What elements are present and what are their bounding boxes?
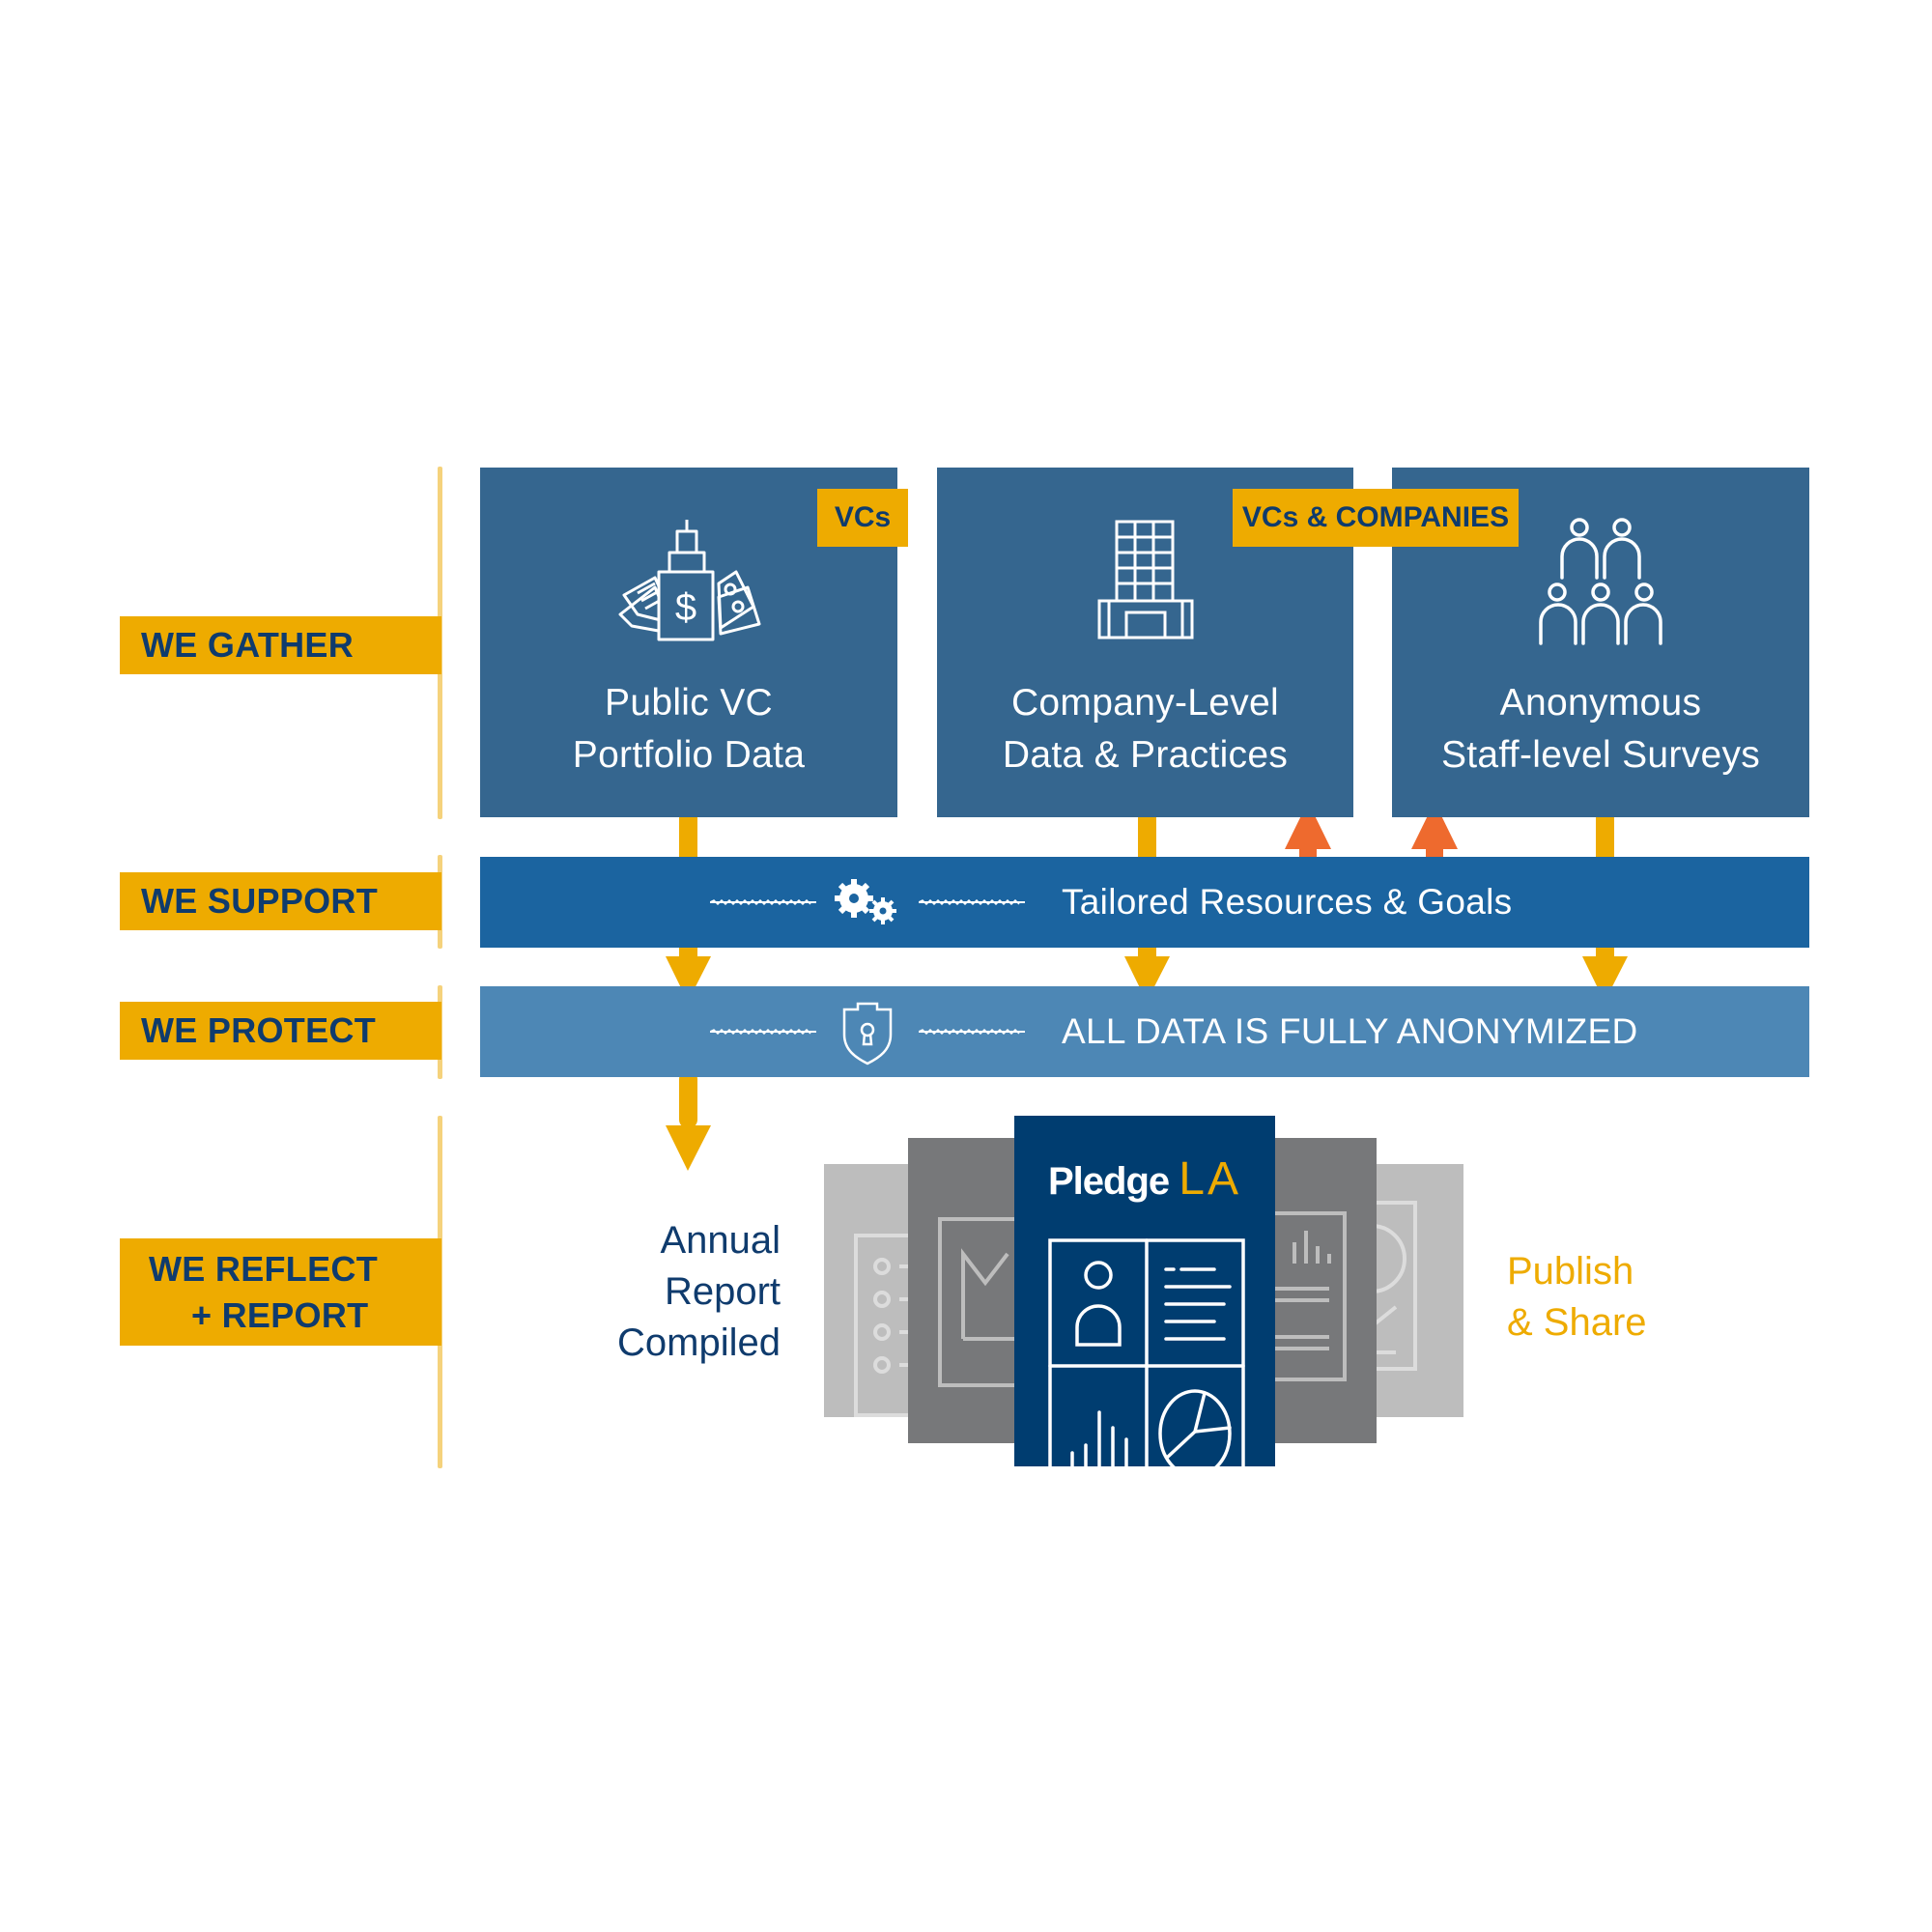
publish-share-text: Publish & Share [1507,1246,1647,1349]
tag-text: VCs [834,501,892,533]
stage-label-reflect: WE REFLECT + REPORT [120,1238,441,1346]
source-title: Company-Level Data & Practices [937,677,1353,781]
source-title-line: Data & Practices [1002,734,1289,776]
arrow-shaft [1138,810,1156,866]
source-title: Public VC Portfolio Data [480,677,897,781]
svg-text:$: $ [675,586,696,629]
protect-bar: ALL DATA IS FULLY ANONYMIZED [480,986,1809,1077]
shield-lock-icon [842,1002,893,1065]
wave-divider [710,1029,816,1035]
wave-divider [919,1029,1025,1035]
arrow-head-down [666,1125,711,1171]
arrow-head-up [1411,802,1458,849]
source-title-line: Anonymous [1499,682,1702,724]
dashboard-grid-icon [1048,1238,1245,1504]
stage-label-text: WE SUPPORT [141,881,379,921]
source-title-line: Staff-level Surveys [1440,734,1761,776]
logo-main-text: Pledge [1048,1160,1170,1203]
stage-label-text: WE REFLECT [149,1248,378,1289]
report-card-main: Pledge LA [1014,1116,1275,1504]
wave-divider [710,899,816,905]
stage-label-support: WE SUPPORT [120,872,441,930]
text-line: Compiled [617,1321,781,1364]
stage-label-protect: WE PROTECT [120,1002,441,1060]
arrow-shaft [679,1070,697,1128]
skyscraper-money-icon: $ [618,520,761,641]
logo-accent-text: LA [1179,1153,1241,1205]
report-card-dark-right [1264,1138,1377,1443]
tag-vcs-companies: VCs & COMPANIES [1233,489,1519,547]
source-title-line: Public VC [605,682,773,724]
support-bar: Tailored Resources & Goals [480,857,1809,948]
arrow-head-down [1582,956,1628,1002]
arrow-shaft [1596,810,1614,866]
arrow-shaft [679,810,697,866]
office-building-icon [1097,520,1193,639]
wave-divider [919,899,1025,905]
annual-report-compiled-text: Annual Report Compiled [617,1215,781,1369]
bar-chart-icon [1264,1211,1347,1381]
text-line: & Share [1507,1301,1647,1344]
text-line: Annual [660,1219,781,1262]
people-group-icon [1539,518,1662,645]
support-bar-text: Tailored Resources & Goals [1062,882,1513,922]
source-title: Anonymous Staff-level Surveys [1392,677,1809,781]
source-title-line: Portfolio Data [572,734,806,776]
pledge-la-logo: Pledge LA [1014,1152,1275,1206]
arrow-head-down [666,956,711,1002]
arrow-head-down [1124,956,1170,1002]
stage-label-text: WE PROTECT [141,1010,376,1050]
stage-label-text: + REPORT [191,1294,369,1335]
source-box-public-vc: $ Public VC Portfolio Data [480,468,897,817]
tag-vcs: VCs [817,489,908,547]
stage-label-gather: WE GATHER [120,616,441,674]
source-title-line: Company-Level [1010,682,1280,724]
stage-label-text: WE GATHER [141,625,355,665]
tag-text: VCs & COMPANIES [1241,501,1510,533]
arrow-head-up [1285,802,1331,849]
protect-bar-text: ALL DATA IS FULLY ANONYMIZED [1062,1011,1638,1051]
text-line: Publish [1507,1250,1634,1293]
text-line: Report [664,1270,781,1313]
gears-icon [835,879,896,924]
